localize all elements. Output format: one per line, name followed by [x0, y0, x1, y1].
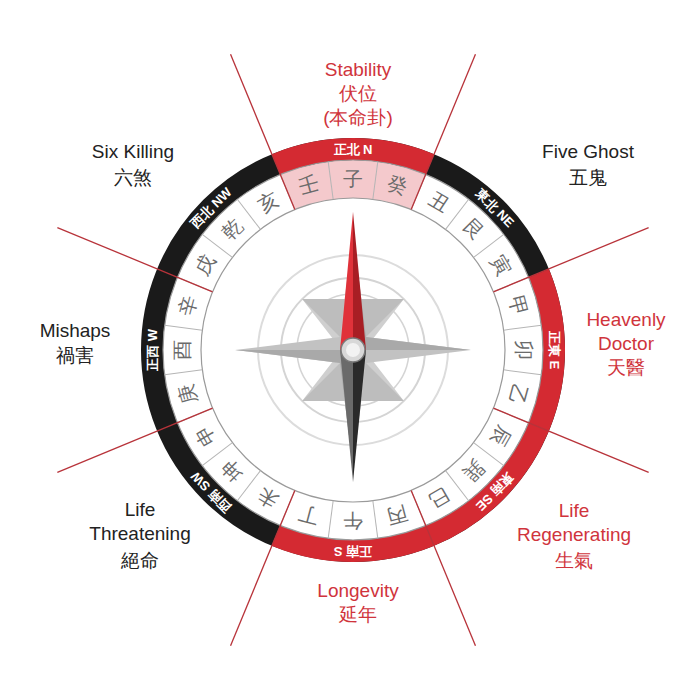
sector-label: 伏位: [339, 82, 377, 106]
sector-label: 延年: [339, 603, 377, 627]
sector-label: Six Killing: [92, 140, 174, 164]
sector-label: 禍害: [56, 344, 94, 368]
mountain-character: 子: [343, 169, 363, 189]
mountain-character: 酉: [172, 340, 192, 360]
direction-label: 正東 E: [547, 331, 562, 369]
sector-label: Life Threatening: [78, 498, 203, 546]
sector-label: Stability: [325, 58, 392, 82]
sector-label: Five Ghost: [542, 140, 634, 164]
direction-label: 正北 N: [334, 142, 373, 157]
sector-label: Longevity: [317, 579, 398, 603]
sector-label: 生氣: [555, 549, 593, 573]
direction-band: 正南 S: [334, 545, 372, 558]
direction-label: 正南 S: [334, 544, 372, 559]
sector-label: Mishaps: [40, 319, 111, 343]
direction-band: 正北 N: [334, 143, 373, 156]
mountain-character: 卯: [514, 340, 534, 360]
mountain-character: 午: [343, 511, 363, 531]
sector-label: 天醫: [607, 356, 645, 380]
direction-band: 正東 E: [548, 331, 561, 369]
sector-label: Heavenly Doctor: [566, 308, 686, 356]
sector-label: (本命卦): [323, 106, 393, 130]
sector-label: Life Regenerating: [507, 499, 642, 547]
direction-band: 正西 W: [146, 329, 159, 371]
sector-label: 絕命: [121, 549, 159, 573]
direction-label: 正西 W: [145, 329, 160, 371]
sector-label: 五鬼: [569, 166, 607, 190]
sector-label: 六煞: [114, 166, 152, 190]
